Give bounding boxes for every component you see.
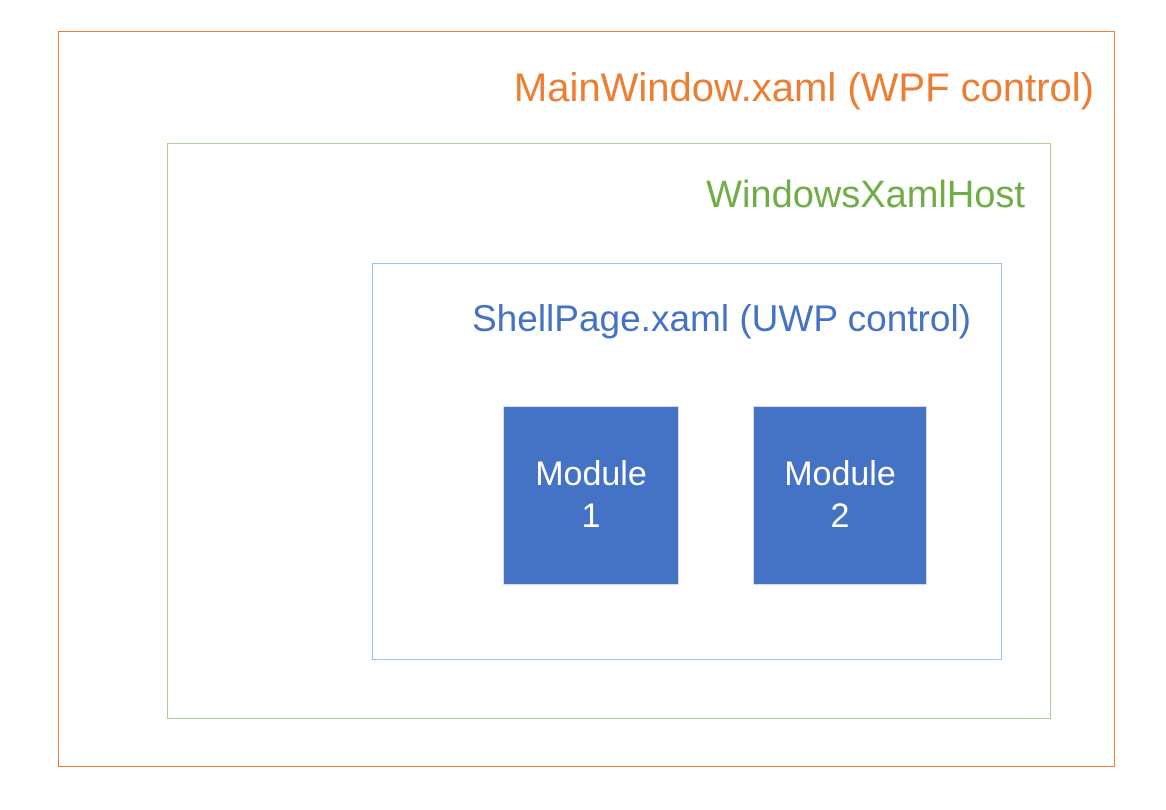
module-tile-2-index: 2 [830,496,850,535]
module-tile-1-index: 1 [581,496,601,535]
module-tile-1: Module 1 [503,406,679,585]
module-tile-1-name: Module [535,455,647,494]
mainwindow-wpf-container: MainWindow.xaml (WPF control) WindowsXam… [58,31,1115,767]
windowsxamlhost-container: WindowsXamlHost ShellPage.xaml (UWP cont… [167,143,1051,719]
module-tile-2: Module 2 [753,406,927,585]
windowsxamlhost-label: WindowsXamlHost [706,174,1025,216]
shellpage-uwp-container: ShellPage.xaml (UWP control) Module 1 Mo… [372,263,1002,660]
mainwindow-wpf-label: MainWindow.xaml (WPF control) [513,66,1094,110]
shellpage-uwp-label: ShellPage.xaml (UWP control) [472,298,971,339]
module-tile-2-name: Module [784,455,896,494]
